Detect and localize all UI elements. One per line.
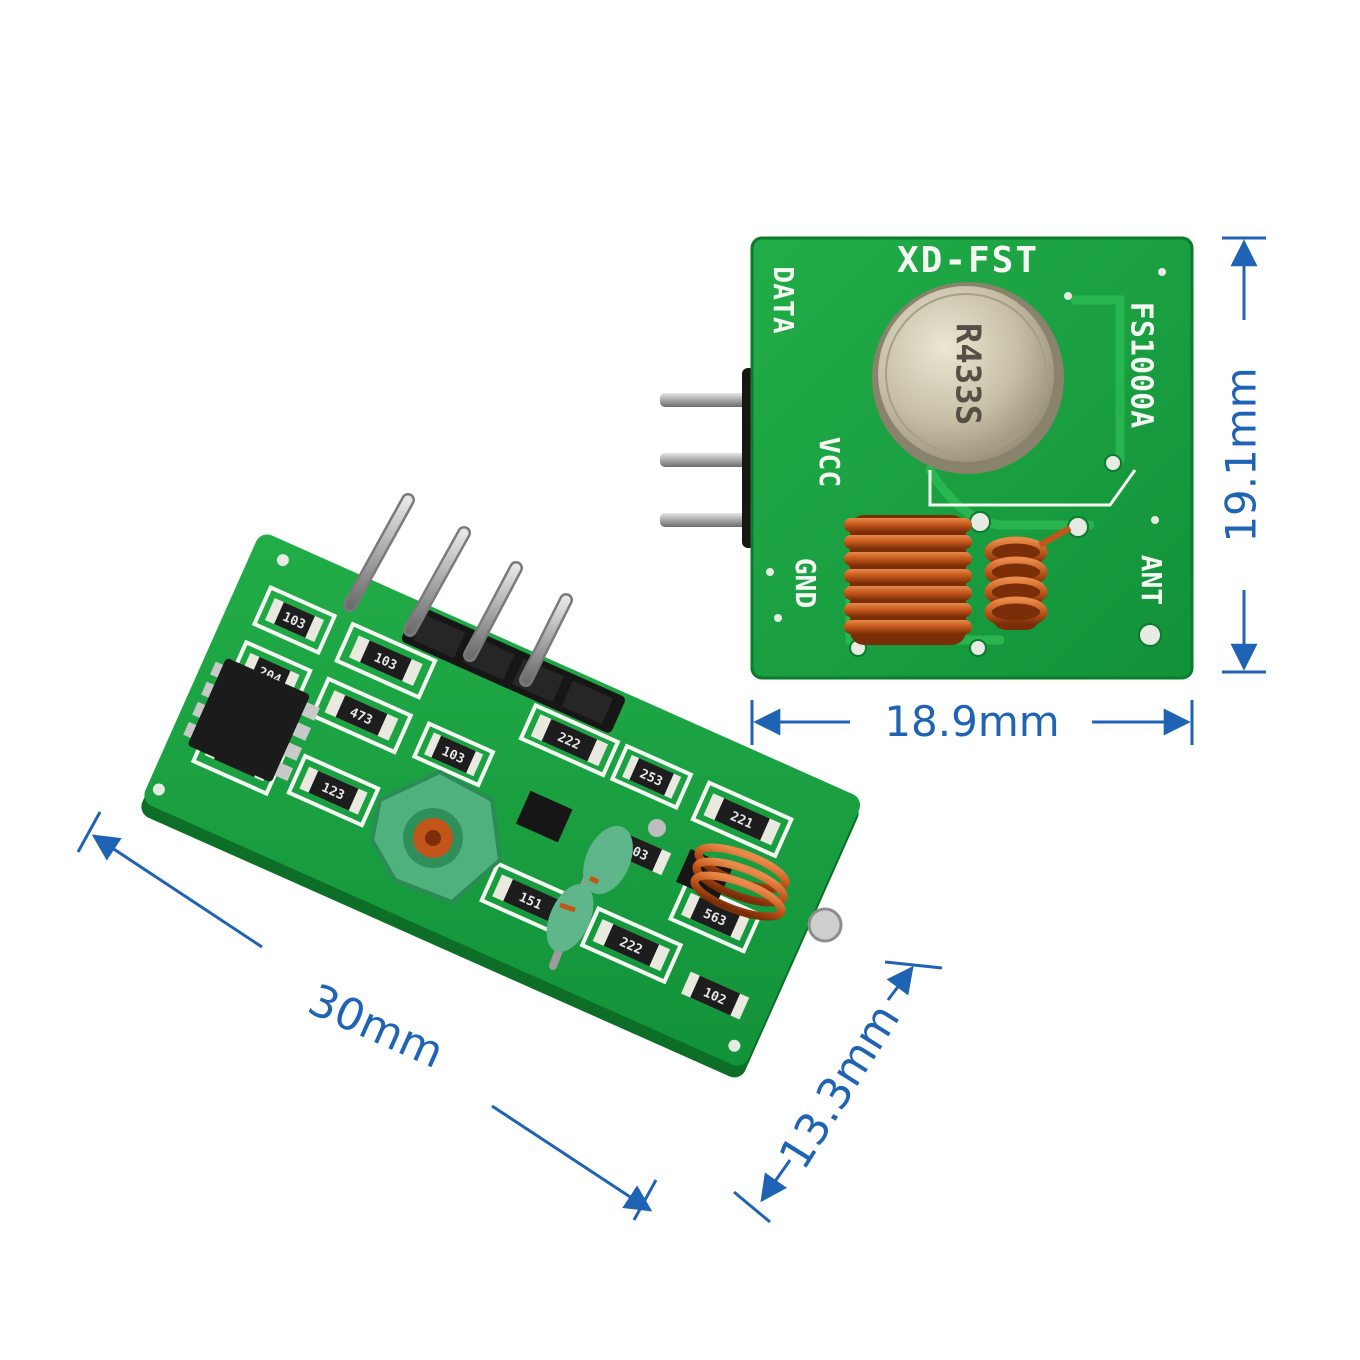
resonator-can — [878, 286, 1054, 462]
pin-label-vcc: VCC — [813, 437, 846, 488]
pin-label-ant: ANT — [1135, 555, 1168, 606]
receiver-coil — [690, 843, 843, 943]
receiver-length-label: 30mm — [301, 975, 451, 1079]
receiver-pcb — [144, 534, 861, 1066]
transmitter-width-label: 18.9mm — [884, 697, 1059, 746]
transmitter-height-label: 19.1mm — [1217, 367, 1266, 542]
model-label: FS1000A — [1124, 302, 1159, 428]
board-title: XD-FST — [897, 240, 1039, 281]
resonator-label: R433S — [948, 323, 988, 425]
receiver-axial-inductor — [546, 819, 666, 970]
transistor — [515, 790, 573, 843]
receiver-module: 103 204 103 473 222 204 123 — [141, 493, 861, 1078]
pin-label-gnd: GND — [789, 558, 822, 609]
receiver-width-label: 13.3mm — [770, 995, 911, 1178]
transmitter-coil-small — [984, 525, 1072, 630]
transmitter-coil-large — [844, 515, 972, 645]
transmitter-dimensions: 18.9mm 19.1mm — [750, 236, 1266, 746]
transmitter-module: R433S XD-FST FS1000A DATA VCC GND ANT — [660, 236, 1194, 680]
receiver-header-pins — [343, 493, 573, 687]
receiver-tunable-inductor — [369, 769, 503, 905]
pin-label-data: DATA — [767, 266, 800, 334]
receiver-ic-chip — [183, 658, 320, 782]
